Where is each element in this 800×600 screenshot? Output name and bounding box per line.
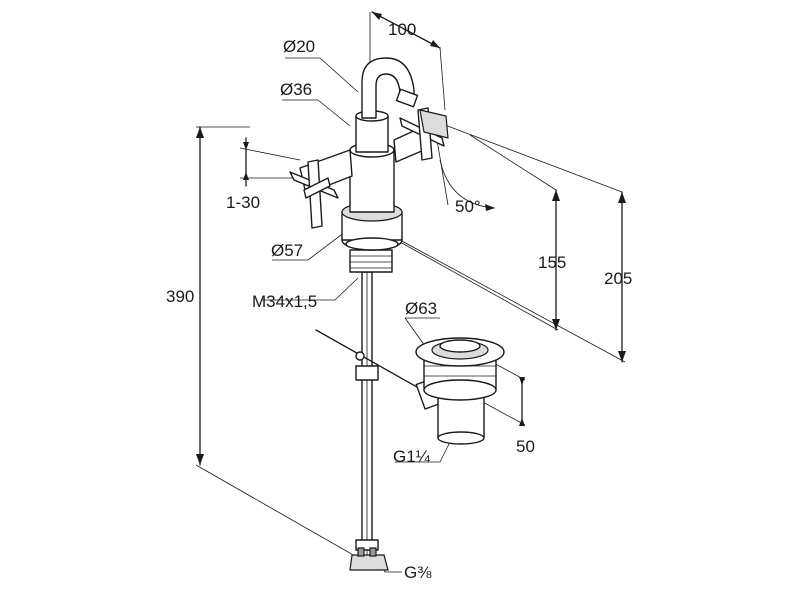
label-dim-155: 155: [538, 253, 566, 272]
label-thread-m34: M34x1,5: [252, 292, 317, 311]
label-diameter-20: Ø20: [283, 37, 315, 56]
label-diameter-57: Ø57: [271, 241, 303, 260]
label-diameter-36: Ø36: [280, 80, 312, 99]
label-angle-50: 50°: [455, 197, 481, 216]
label-g1-quarter: G1¼: [393, 447, 431, 466]
dimension-labels: Ø20 Ø36 1-30 Ø57 M34x1,5 Ø63 G1¼ G⅜ 50° …: [166, 20, 632, 582]
label-g3-8: G⅜: [404, 563, 432, 582]
dimension-lines: [195, 11, 626, 561]
label-diameter-63: Ø63: [405, 299, 437, 318]
faucet-body: [289, 57, 449, 571]
label-range-1-30: 1-30: [226, 193, 260, 212]
label-dim-50: 50: [516, 437, 535, 456]
label-dim-100: 100: [388, 20, 416, 39]
label-dim-390: 390: [166, 287, 194, 306]
label-dim-205: 205: [604, 269, 632, 288]
drain-assembly: [415, 337, 505, 445]
